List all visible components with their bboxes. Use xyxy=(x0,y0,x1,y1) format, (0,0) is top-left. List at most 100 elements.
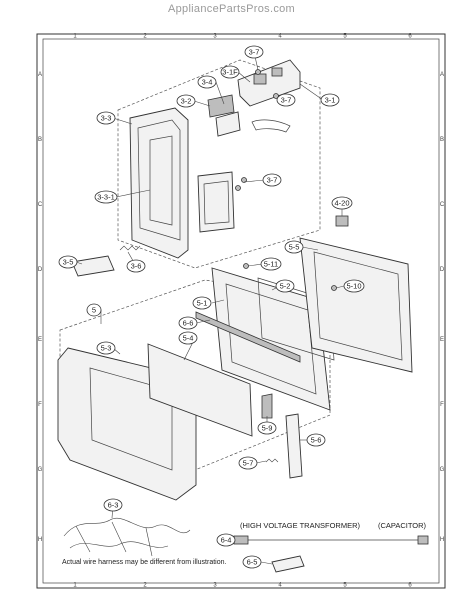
grid-col-label: 2 xyxy=(143,34,147,40)
svg-text:5-4: 5-4 xyxy=(183,334,194,343)
grid-col-label: 5 xyxy=(343,34,347,40)
grid-col-label: 5 xyxy=(343,583,347,589)
grid-col-label: 6 xyxy=(408,34,412,40)
insulation-sheet xyxy=(215,111,241,137)
harness-note: Actual wire harness may be different fro… xyxy=(62,559,226,566)
svg-text:3-2: 3-2 xyxy=(181,97,192,106)
callout-5-9: 5-9 xyxy=(257,421,277,435)
grid-row-label: H xyxy=(38,537,42,543)
grid-row-label: G xyxy=(440,467,445,473)
callout-6-5: 6-5 xyxy=(242,555,262,569)
callout-3-3: 3-3 xyxy=(96,111,116,125)
svg-text:5: 5 xyxy=(92,306,96,315)
pcb-component xyxy=(271,67,283,77)
grid-col-label: 1 xyxy=(73,34,77,40)
door-screen xyxy=(147,343,253,437)
callout-3-4: 3-4 xyxy=(197,75,217,89)
svg-text:5-9: 5-9 xyxy=(262,424,273,433)
control-group-outline xyxy=(117,59,321,269)
spring-icon xyxy=(265,458,279,463)
callout-5-5: 5-5 xyxy=(284,240,304,254)
pcb-module xyxy=(237,59,301,107)
grid-row-label: D xyxy=(440,267,445,273)
svg-text:3-1F: 3-1F xyxy=(222,68,238,77)
callout-5-7: 5-7 xyxy=(238,456,258,470)
drawing-inner-border xyxy=(42,38,440,584)
choke-rod xyxy=(195,311,301,363)
drawing-border xyxy=(36,33,446,589)
wire-harness-branch xyxy=(75,521,153,557)
choke-cover-inner xyxy=(313,251,403,361)
grid-row-label: F xyxy=(440,402,444,408)
callout-5-11: 5-11 xyxy=(260,257,282,271)
grid-row-label: E xyxy=(440,337,444,343)
wire-harness xyxy=(63,517,191,537)
grid-col-label: 6 xyxy=(408,583,412,589)
svg-text:3-7: 3-7 xyxy=(249,48,260,57)
capacitor-note: (CAPACITOR) xyxy=(378,521,427,530)
membrane-part xyxy=(207,94,235,118)
grid-row-label: E xyxy=(38,337,42,343)
control-panel-window xyxy=(137,119,181,241)
svg-text:5-7: 5-7 xyxy=(243,459,254,468)
svg-text:4-20: 4-20 xyxy=(334,199,349,208)
grid-row-label: B xyxy=(38,137,42,143)
callout-5-10: 5-10 xyxy=(343,279,365,293)
grid-col-label: 2 xyxy=(143,583,147,589)
callout-3-7-top: 3-7 xyxy=(244,45,264,59)
spring-icon xyxy=(119,245,141,251)
svg-text:3-7: 3-7 xyxy=(281,96,292,105)
grid-row-label: G xyxy=(38,467,43,473)
screw-icon xyxy=(331,285,337,291)
callout-6-3: 6-3 xyxy=(103,498,123,512)
screw-icon xyxy=(255,69,261,75)
svg-text:3-6: 3-6 xyxy=(131,262,142,271)
screw-icon xyxy=(243,263,249,269)
svg-text:5-6: 5-6 xyxy=(311,436,322,445)
callout-3-3-1: 3-3-1 xyxy=(94,190,118,204)
grid-col-label: 1 xyxy=(73,583,77,589)
grid-row-label: C xyxy=(38,202,43,208)
control-pcb xyxy=(197,171,235,233)
grid-row-label: D xyxy=(38,267,43,273)
fuse-holder xyxy=(271,555,305,573)
callout-4-20: 4-20 xyxy=(331,196,353,210)
svg-text:5-3: 5-3 xyxy=(101,344,112,353)
svg-text:3-4: 3-4 xyxy=(202,78,213,87)
callout-3-5: 3-5 xyxy=(58,255,78,269)
callout-3-1: 3-1 xyxy=(320,93,340,107)
grid-row-label: F xyxy=(38,402,42,408)
callout-5-2: 5-2 xyxy=(275,279,295,293)
door-hook xyxy=(261,393,273,419)
svg-text:6-5: 6-5 xyxy=(247,558,258,567)
grid-row-label: H xyxy=(440,537,444,543)
grid-row-label: A xyxy=(38,72,42,78)
grid-row-label: A xyxy=(440,72,444,78)
ribbon-cable xyxy=(251,119,291,133)
grid-col-label: 3 xyxy=(213,34,217,40)
grid-col-label: 4 xyxy=(278,34,282,40)
pcb-component xyxy=(253,73,267,85)
svg-text:5-2: 5-2 xyxy=(280,282,291,291)
screw-icon xyxy=(241,177,247,183)
svg-text:5-1: 5-1 xyxy=(197,299,208,308)
site-title: AppliancePartsPros.com xyxy=(167,3,296,15)
door-button xyxy=(71,255,115,277)
grid-row-label: B xyxy=(440,137,444,143)
svg-text:3-3-1: 3-3-1 xyxy=(97,193,115,202)
callout-3-1f: 3-1F xyxy=(220,65,240,79)
svg-text:6-4: 6-4 xyxy=(221,536,232,545)
callout-6-4: 6-4 xyxy=(216,533,236,547)
grid-column-labels: 1 2 3 4 5 6 1 2 3 4 5 6 xyxy=(73,34,412,589)
grid-row-label: C xyxy=(440,202,445,208)
svg-text:3-5: 3-5 xyxy=(63,258,74,267)
svg-text:3-7: 3-7 xyxy=(267,176,278,185)
callout-3-2: 3-2 xyxy=(176,94,196,108)
choke-cover xyxy=(299,237,413,373)
callout-5-6: 5-6 xyxy=(306,433,326,447)
callout-3-6: 3-6 xyxy=(126,259,146,273)
callout-6-6: 6-6 xyxy=(178,316,198,330)
control-panel-inner xyxy=(149,135,173,226)
svg-text:5-5: 5-5 xyxy=(289,243,300,252)
callout-5-4: 5-4 xyxy=(178,331,198,345)
